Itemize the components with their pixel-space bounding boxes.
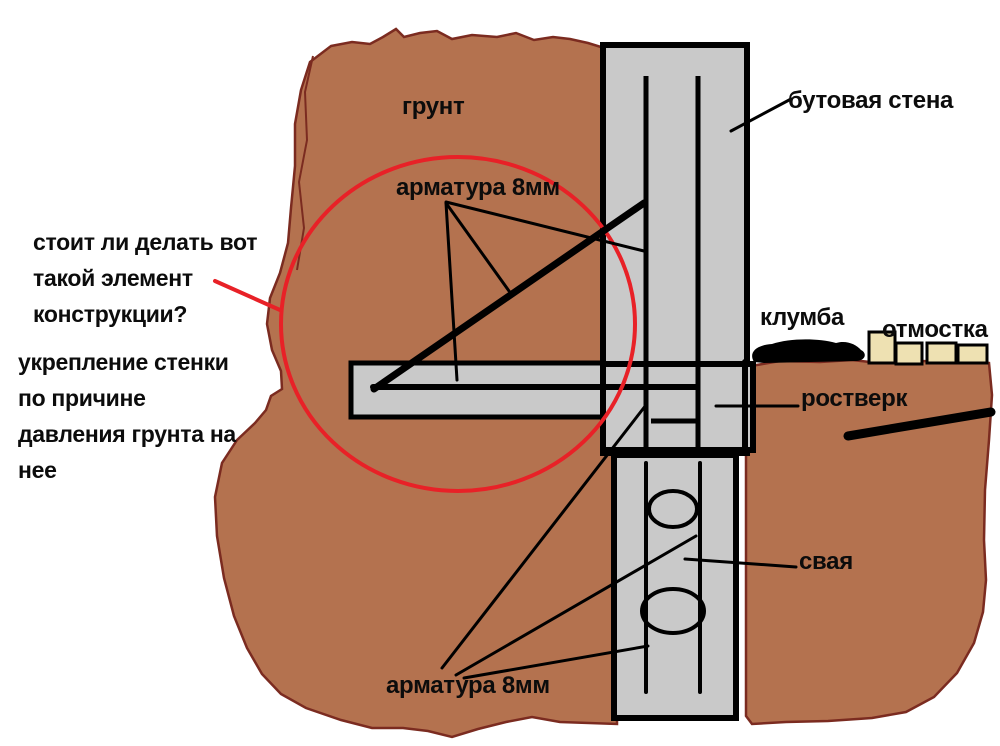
blind-area-block-2 [894, 341, 924, 366]
highlight-circle [279, 155, 637, 493]
rebar-top-label: арматура 8мм [396, 174, 560, 201]
question-text: стоит ли делать вот такой элемент констр… [33, 229, 258, 327]
pile-leader-line [683, 557, 798, 569]
pile-ring-lower [640, 587, 706, 635]
rebar-bottom-pointer-mid [454, 534, 698, 677]
pile-ring-upper [647, 489, 699, 529]
annotation-lines [370, 97, 996, 680]
soil-label: грунт [402, 93, 465, 120]
surface-features [752, 330, 989, 366]
flowerbed-label: клумба [760, 304, 845, 331]
slope-mark [843, 407, 996, 441]
rebar-top-pointer-down [444, 201, 459, 382]
note-text: укрепление стенки по причине давления гр… [18, 349, 236, 483]
blind-area-block-3 [925, 341, 958, 365]
blind-area-block-4 [956, 343, 989, 365]
soil-crack [296, 55, 314, 271]
pile-shaft [611, 452, 739, 721]
grillage-label: ростверк [801, 385, 908, 412]
flowerbed-shape [752, 339, 865, 363]
rebar-bottom-pointer-flat [462, 644, 650, 680]
rebar-top-pointer-mid [444, 201, 511, 293]
diagonal-brace-rebar [370, 199, 648, 393]
rebar-top-pointer-right [444, 200, 646, 253]
question-leader-line [213, 279, 282, 312]
pile-label: свая [799, 548, 853, 575]
rebar-bottom-label: арматура 8мм [386, 672, 550, 699]
rebar-bottom-pointer-steep [440, 403, 648, 670]
wall-leader-line [729, 97, 793, 133]
highlight-group [213, 155, 637, 493]
blind-area-label: отмостка [882, 316, 988, 343]
rubble-wall-label: бутовая стена [788, 87, 954, 114]
